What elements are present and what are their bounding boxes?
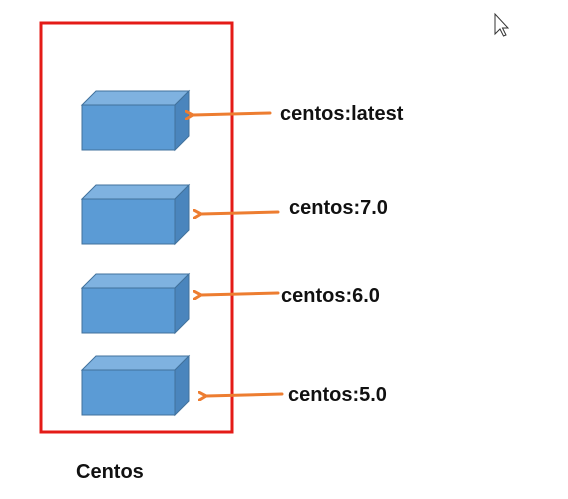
- image-layer-0: centos:latest: [80, 89, 404, 152]
- layer-front-face: [81, 369, 176, 416]
- layer-front-face: [81, 287, 176, 334]
- centos-repository-frame: [39, 21, 234, 434]
- layer-top-face: [80, 184, 191, 200]
- layer-front-face: [81, 104, 176, 151]
- layer-top-face: [80, 355, 191, 371]
- image-layer-3: centos:5.0: [80, 354, 387, 417]
- tag-pointer-arrow: [193, 113, 272, 115]
- layer-front-face: [81, 198, 176, 245]
- tag-pointer-arrow: [201, 212, 280, 214]
- layer-top-face: [80, 90, 191, 106]
- image-layer-2: centos:6.0: [80, 272, 380, 335]
- layer-top-face: [80, 273, 191, 289]
- image-tag-label: centos:5.0: [288, 384, 387, 406]
- repository-caption: Centos: [76, 461, 144, 483]
- tag-pointer-arrow: [206, 394, 284, 396]
- mouse-pointer-icon: [494, 12, 510, 37]
- image-tag-label: centos:latest: [280, 103, 404, 125]
- image-tag-label: centos:7.0: [289, 197, 388, 219]
- image-layer-group: centos:latest centos:7.0 centos:6.0 centos:…: [80, 89, 404, 417]
- image-tag-label: centos:6.0: [281, 285, 380, 307]
- image-layer-1: centos:7.0: [80, 183, 388, 246]
- tag-pointer-arrow: [201, 293, 280, 295]
